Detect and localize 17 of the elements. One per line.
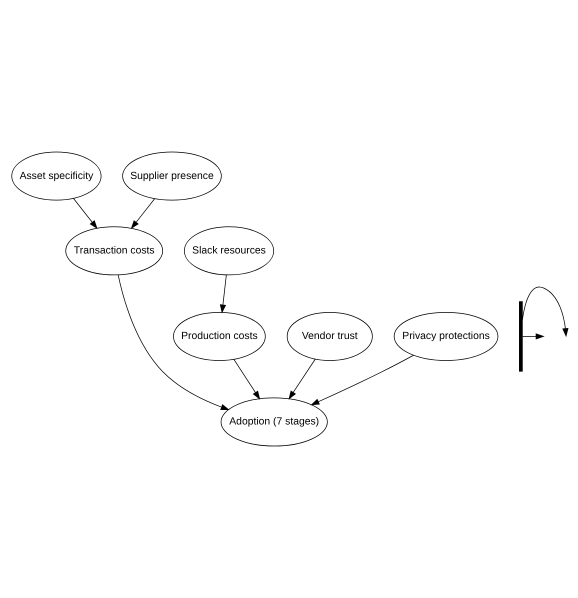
node-ellipse: Production costs: [173, 312, 266, 361]
arrow: [118, 274, 230, 410]
arrow: [288, 358, 316, 400]
arrow: [234, 359, 260, 400]
node-ellipse: Vendor trust: [286, 312, 373, 361]
node-ellipse: Privacy protections: [394, 312, 498, 361]
arrow: [220, 274, 227, 314]
arrow: [73, 198, 98, 230]
arrow: [522, 286, 568, 338]
arrow: [310, 354, 414, 406]
node-ellipse: Supplier presence: [122, 152, 222, 200]
node-ellipse: Asset specificity: [11, 152, 102, 200]
node-ellipse: Slack resources: [184, 226, 274, 276]
node-ellipse: Transaction costs: [65, 226, 164, 276]
arrow: [522, 333, 545, 340]
node-brace: [519, 301, 523, 372]
arrow: [130, 198, 156, 229]
